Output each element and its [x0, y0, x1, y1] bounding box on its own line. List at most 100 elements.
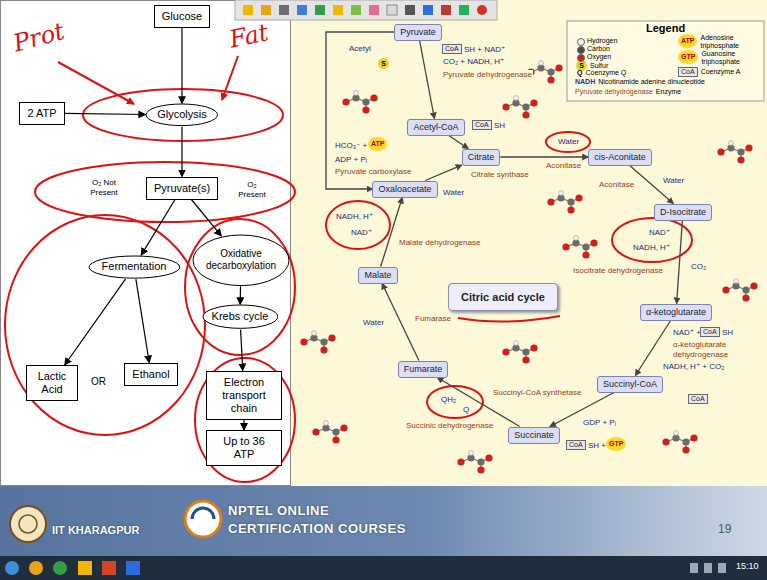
cofactor-label: HCO₃⁻ + — [334, 141, 368, 151]
cofactor-label: SH + NAD⁺ — [463, 45, 506, 55]
nptel-logo-arc — [192, 508, 214, 519]
process-box: Glucose — [154, 5, 210, 28]
process-box: Lactic Acid — [26, 365, 78, 401]
process-ellipse: Fermentation — [88, 255, 181, 279]
node-text: Pyruvate(s) — [154, 182, 210, 195]
connector-arrow — [191, 200, 221, 236]
molecule-model — [312, 421, 347, 444]
legend-text: Oxygen — [587, 53, 611, 61]
connector-arrow — [136, 279, 149, 362]
page-number: 19 — [718, 522, 731, 536]
cofactor-label: NADH, H⁺ — [632, 243, 671, 253]
node-text: Lactic Acid — [34, 370, 70, 396]
metabolite-box: Succinate — [508, 427, 560, 444]
node-text: Pyruvate — [400, 27, 436, 38]
red-arrow — [58, 62, 134, 104]
tool-icon — [333, 5, 343, 15]
connector-arrow — [437, 378, 519, 427]
cofactor-label: Water — [362, 318, 385, 328]
enzyme-label: Malate dehydrogenase — [398, 238, 481, 248]
tool-icon — [387, 5, 397, 15]
molecule-model — [300, 331, 335, 354]
red-circle-mark — [195, 358, 295, 482]
tray-icon — [690, 563, 698, 573]
node-text: cis-Aconitate — [594, 152, 646, 163]
node-text: Glucose — [162, 10, 202, 23]
cofactor-label: Water — [662, 176, 685, 186]
legend-swatch — [577, 46, 585, 54]
node-text: Citrate — [468, 152, 495, 163]
sulfur-atom-label: S — [378, 58, 389, 69]
enzyme-label: Succinic dehydrogenase — [405, 421, 494, 431]
molecule-model — [342, 91, 377, 114]
cofactor-label: QH₂ — [440, 395, 457, 405]
red-circle-mark — [83, 89, 283, 141]
condition-label: O₂ Not Present — [84, 178, 124, 197]
legend-text: Hydrogen — [587, 37, 617, 45]
molecule-model — [502, 96, 537, 119]
legend-swatch — [577, 38, 585, 46]
node-text: Succinyl-CoA — [603, 379, 657, 390]
connector-arrow — [381, 198, 403, 267]
node-text: Fermentation — [102, 260, 167, 273]
legend-sample: Q — [577, 69, 582, 77]
tool-icon — [423, 5, 433, 15]
connector-arrow — [500, 156, 588, 157]
legend-text: Guanosine triphosphate — [701, 50, 763, 66]
legend-text: Nicotinamide adenine dinucleotide — [598, 78, 705, 86]
metabolite-box: Acetyl-CoA — [407, 119, 464, 136]
enzyme-label: Pyruvate dehydrogenase — [442, 70, 533, 80]
enzyme-label: Aconitase — [598, 180, 635, 190]
nptel-logo — [185, 501, 221, 537]
ellipse-border — [193, 235, 289, 286]
cofactor-label: GDP + Pᵢ — [582, 418, 617, 428]
tool-icon — [459, 5, 469, 15]
enzyme-label: Isocitrate dehydrogenase — [572, 266, 664, 276]
tool-icon — [243, 5, 253, 15]
molecule-model — [562, 236, 597, 259]
node-text: Krebs cycle — [212, 310, 269, 323]
connector-arrow — [677, 221, 683, 304]
tray-icon — [718, 563, 726, 573]
legend-text: Sulfur — [590, 62, 608, 70]
taskbar-icon — [126, 561, 140, 575]
red-circle-mark — [546, 132, 590, 152]
tool-icon — [369, 5, 379, 15]
node-text: Fumarate — [404, 364, 443, 375]
tool-icon — [405, 5, 415, 15]
cofactor-label: SH — [493, 121, 506, 131]
enzyme-label: Fumarase — [414, 314, 452, 324]
enzyme-label: Succinyl-CoA synthetase — [492, 388, 583, 398]
node-text: 2 ATP — [27, 107, 56, 120]
cofactor-label: CO₂ + NADH, H⁺ — [442, 57, 505, 67]
connector-arrow — [425, 165, 462, 180]
right-panel — [0, 0, 767, 486]
node-text: Acetyl-CoA — [413, 122, 458, 133]
process-ellipse: Krebs cycle — [202, 304, 279, 329]
red-circle-mark — [427, 386, 483, 418]
molecule-model — [547, 191, 582, 214]
taskbar-icon — [78, 561, 92, 575]
ellipse-border — [89, 256, 180, 278]
metabolite-box: D-Isocitrate — [654, 204, 712, 221]
coenzyme-a-tag: CoA — [688, 394, 708, 404]
hand-annotations — [5, 56, 692, 482]
molecule-model — [662, 431, 697, 454]
legend-swatch — [577, 54, 585, 62]
red-arrow — [222, 56, 238, 100]
node-text: Citric acid cycle — [461, 291, 545, 303]
process-box: Up to 36 ATP — [206, 430, 282, 466]
tool-icon — [279, 5, 289, 15]
connector-arrow — [181, 28, 182, 104]
tool-icon — [441, 5, 451, 15]
tray-icon — [704, 563, 712, 573]
legend-text: Coenzyme Q — [585, 69, 626, 77]
red-underline — [458, 316, 560, 322]
red-circle-mark — [185, 219, 295, 355]
connector-arrow — [243, 420, 244, 431]
connector-arrow — [420, 41, 435, 119]
legend-sample: NADH — [575, 78, 595, 86]
node-text: Malate — [364, 270, 391, 281]
